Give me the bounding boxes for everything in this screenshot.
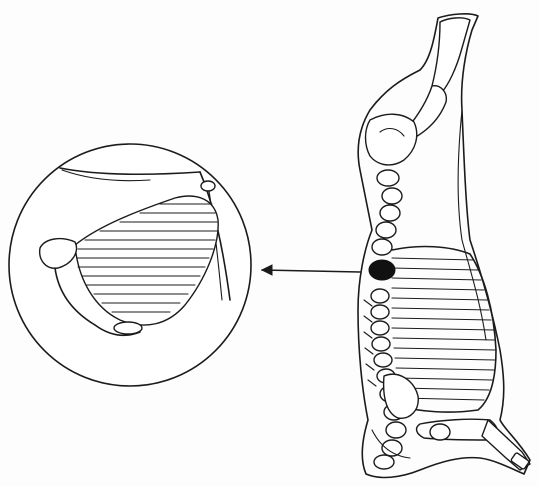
dark-cut-location-marker-icon — [369, 260, 395, 280]
left-arrow-icon — [262, 265, 360, 275]
carcass-side-outline — [358, 14, 530, 478]
elbow-joint — [430, 424, 450, 440]
detail-small-bone — [201, 181, 215, 191]
pelvis-bone — [366, 114, 417, 165]
shank-bone — [432, 18, 470, 92]
detail-lower-bone — [114, 322, 142, 334]
spine-vertebrae — [371, 170, 406, 469]
magnified-detail-circle-icon — [9, 144, 251, 386]
carcass-inner-fat-line — [458, 110, 486, 340]
